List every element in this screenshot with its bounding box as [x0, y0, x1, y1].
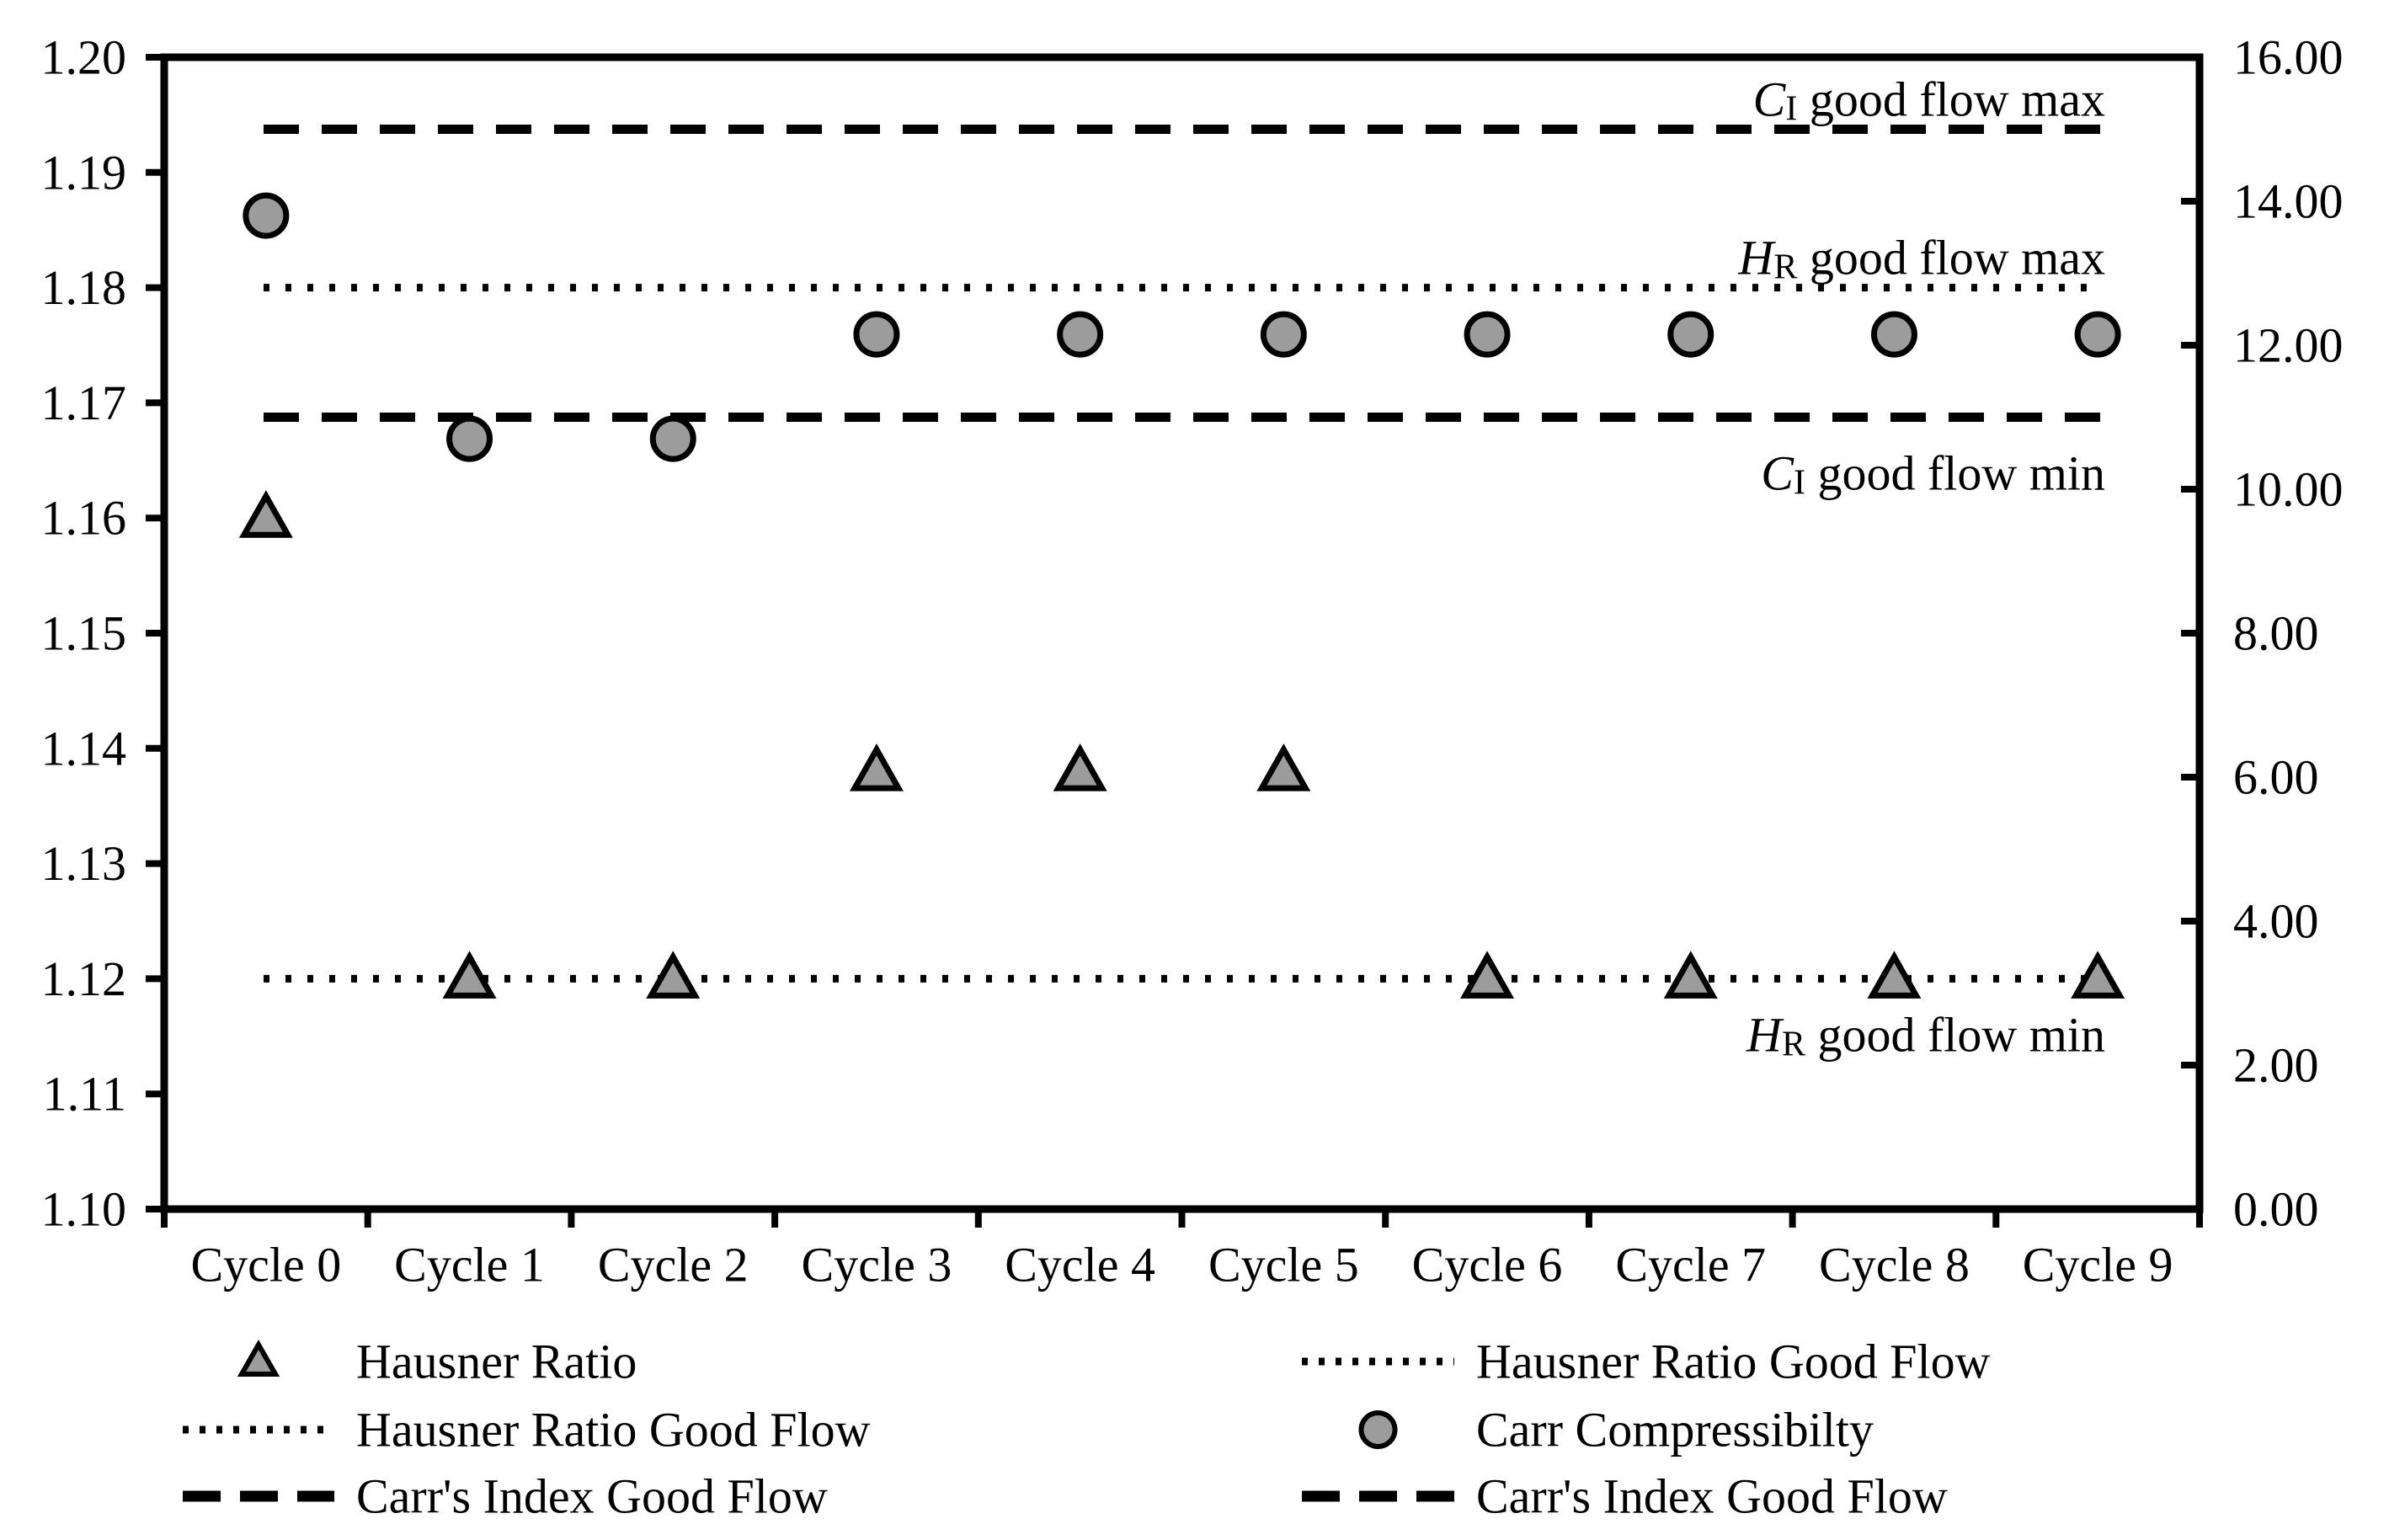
legend-label: Carr's Index Good Flow [356, 1469, 828, 1524]
x-axis-category-label: Cycle 7 [1615, 1238, 1766, 1292]
annotation-ci_min: CI good flow min [1761, 445, 2105, 503]
data-point-circle [1464, 311, 1511, 358]
legend-label: Hausner Ratio Good Flow [356, 1403, 871, 1457]
right-axis-tick-label: 16.00 [2233, 30, 2344, 85]
data-point-circle [1667, 311, 1714, 358]
x-axis-category-label: Cycle 8 [1819, 1238, 1970, 1292]
annotation-ci_max: CI good flow max [1753, 72, 2105, 129]
data-point-circle [649, 415, 696, 462]
data-point-triangle [1867, 951, 1922, 999]
right-axis-tick-label: 8.00 [2233, 606, 2319, 661]
right-axis-tick-label: 12.00 [2233, 318, 2344, 373]
annotation-hr_max: HR good flow max [1737, 230, 2105, 287]
data-point-circle [853, 311, 900, 358]
right-axis-tick-label: 10.00 [2233, 462, 2344, 517]
left-axis-tick-label: 1.10 [41, 1182, 127, 1237]
legend-label: Carr Compressibilty [1476, 1403, 1874, 1457]
annotation-hr_min: HR good flow min [1746, 1007, 2105, 1064]
data-point-circle [243, 192, 290, 239]
legend-label: Carr's Index Good Flow [1476, 1469, 1948, 1524]
data-point-triangle [849, 743, 904, 791]
left-axis-tick-label: 1.15 [41, 606, 127, 661]
right-axis-tick-label: 14.00 [2233, 174, 2344, 229]
data-point-triangle [1663, 951, 1718, 999]
x-axis-category-label: Cycle 3 [802, 1238, 952, 1292]
right-axis-tick-label: 0.00 [2233, 1182, 2319, 1237]
data-point-triangle [646, 951, 701, 999]
left-axis-tick-label: 1.11 [43, 1067, 126, 1122]
data-point-circle [1260, 311, 1307, 358]
legend-marker-circle [1358, 1410, 1398, 1449]
data-point-triangle [1053, 743, 1107, 791]
left-axis-tick-label: 1.17 [41, 376, 127, 430]
x-axis-category-label: Cycle 4 [1005, 1238, 1155, 1292]
left-axis-tick-label: 1.12 [41, 951, 127, 1006]
x-axis-category-label: Cycle 5 [1208, 1238, 1359, 1292]
x-axis-category-label: Cycle 9 [2023, 1238, 2173, 1292]
data-point-triangle [238, 490, 293, 538]
data-point-circle [446, 415, 493, 462]
left-axis-tick-label: 1.18 [41, 260, 127, 315]
x-axis-category-label: Cycle 2 [598, 1238, 749, 1292]
left-axis-tick-label: 1.14 [41, 721, 127, 775]
legend-label: Hausner Ratio [356, 1335, 637, 1389]
left-axis-tick-label: 1.20 [41, 30, 127, 85]
x-axis-category-label: Cycle 0 [190, 1238, 341, 1292]
data-point-triangle [442, 951, 497, 999]
data-point-triangle [1256, 743, 1311, 791]
x-axis-category-label: Cycle 1 [394, 1238, 545, 1292]
left-axis-tick-label: 1.19 [41, 145, 127, 200]
legend-label: Hausner Ratio Good Flow [1476, 1335, 1991, 1389]
data-point-circle [2074, 311, 2121, 358]
legend-marker-triangle [237, 1339, 280, 1377]
left-axis-tick-label: 1.16 [41, 491, 127, 546]
data-point-circle [1870, 311, 1917, 358]
data-point-triangle [2071, 951, 2125, 999]
right-axis-tick-label: 4.00 [2233, 894, 2319, 949]
data-point-triangle [1460, 951, 1515, 999]
right-axis-tick-label: 6.00 [2233, 750, 2319, 805]
x-axis-category-label: Cycle 6 [1412, 1238, 1563, 1292]
data-point-circle [1057, 311, 1104, 358]
right-axis-tick-label: 2.00 [2233, 1038, 2319, 1093]
left-axis-tick-label: 1.13 [41, 836, 127, 891]
